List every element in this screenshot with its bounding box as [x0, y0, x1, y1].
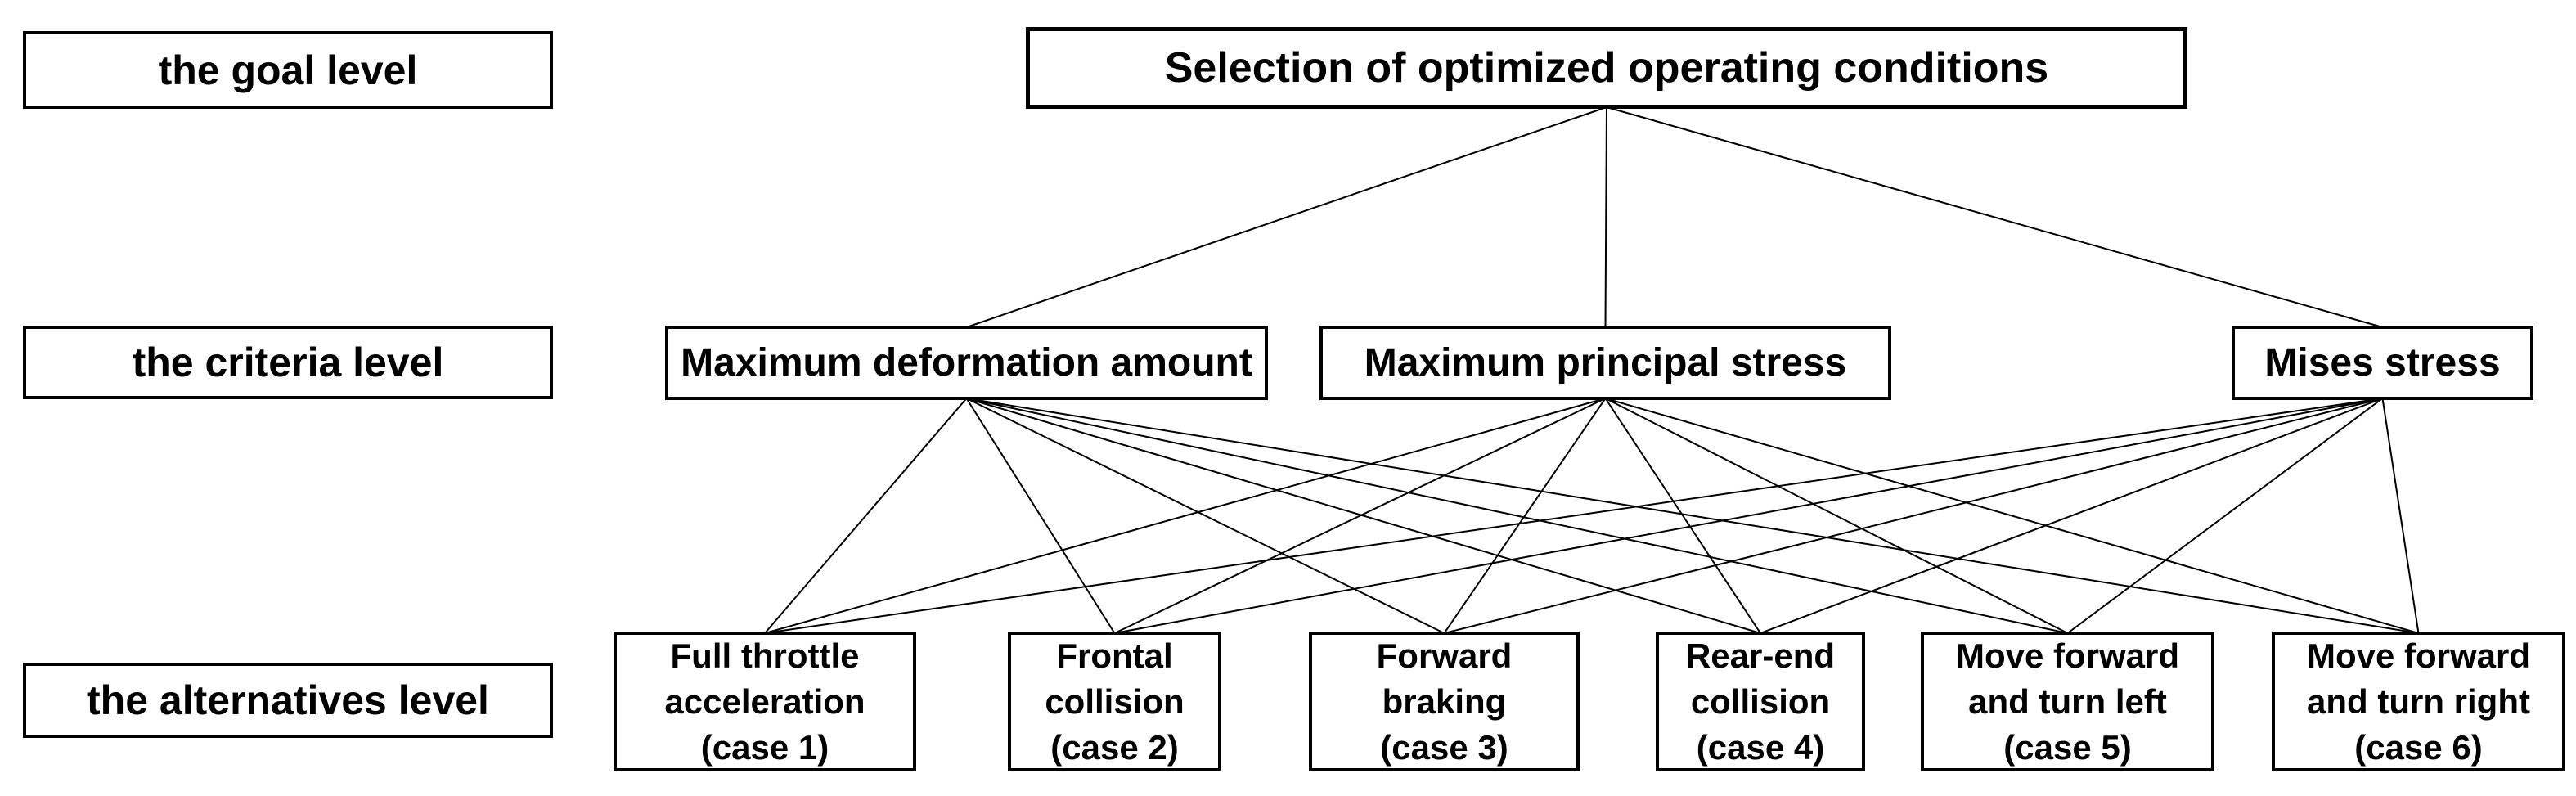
criteria-node-mises-stress: Mises stress	[2232, 326, 2533, 400]
alt-case1-line3: (case 1)	[700, 727, 829, 767]
criteria-node-max-deformation: Maximum deformation amount	[665, 326, 1268, 400]
alternative-node-case4: Rear-end collision (case 4)	[1656, 632, 1865, 771]
alt-case3-line3: (case 3)	[1380, 727, 1508, 767]
alt-case3-line2: braking	[1382, 681, 1507, 721]
alt-case1-line2: acceleration	[664, 681, 865, 721]
alternative-node-case1: Full throttle acceleration (case 1)	[614, 632, 916, 771]
alt-case4-line1: Rear-end	[1685, 636, 1836, 675]
goal-node: Selection of optimized operating conditi…	[1026, 27, 2187, 109]
alt-case2-line3: (case 2)	[1050, 727, 1179, 767]
alt-case4-line3: (case 4)	[1696, 727, 1825, 767]
alt-case1-line1: Full throttle	[670, 636, 860, 675]
alternative-node-case2: Frontal collision (case 2)	[1008, 632, 1221, 771]
alt-case5-line3: (case 5)	[2003, 727, 2132, 767]
alt-case3-line1: Forward	[1376, 636, 1513, 675]
alt-case6-line2: and turn right	[2307, 681, 2530, 721]
alt-case6-line1: Move forward	[2306, 636, 2531, 675]
alternative-node-case3: Forward braking (case 3)	[1309, 632, 1580, 771]
alternative-node-case6: Move forward and turn right (case 6)	[2272, 632, 2565, 771]
criteria-level-label: the criteria level	[23, 326, 553, 399]
goal-level-label: the goal level	[23, 31, 553, 109]
alt-case2-line1: Frontal	[1056, 636, 1173, 675]
criteria-node-max-principal-stress: Maximum principal stress	[1319, 326, 1891, 400]
alt-case5-line2: and turn left	[1968, 681, 2167, 721]
alt-case6-line3: (case 6)	[2354, 727, 2483, 767]
alternative-node-case5: Move forward and turn left (case 5)	[1921, 632, 2214, 771]
alt-case5-line1: Move forward	[1955, 636, 2180, 675]
alternatives-level-label: the alternatives level	[23, 663, 553, 738]
alt-case4-line2: collision	[1690, 681, 1831, 721]
alt-case2-line2: collision	[1045, 681, 1185, 721]
